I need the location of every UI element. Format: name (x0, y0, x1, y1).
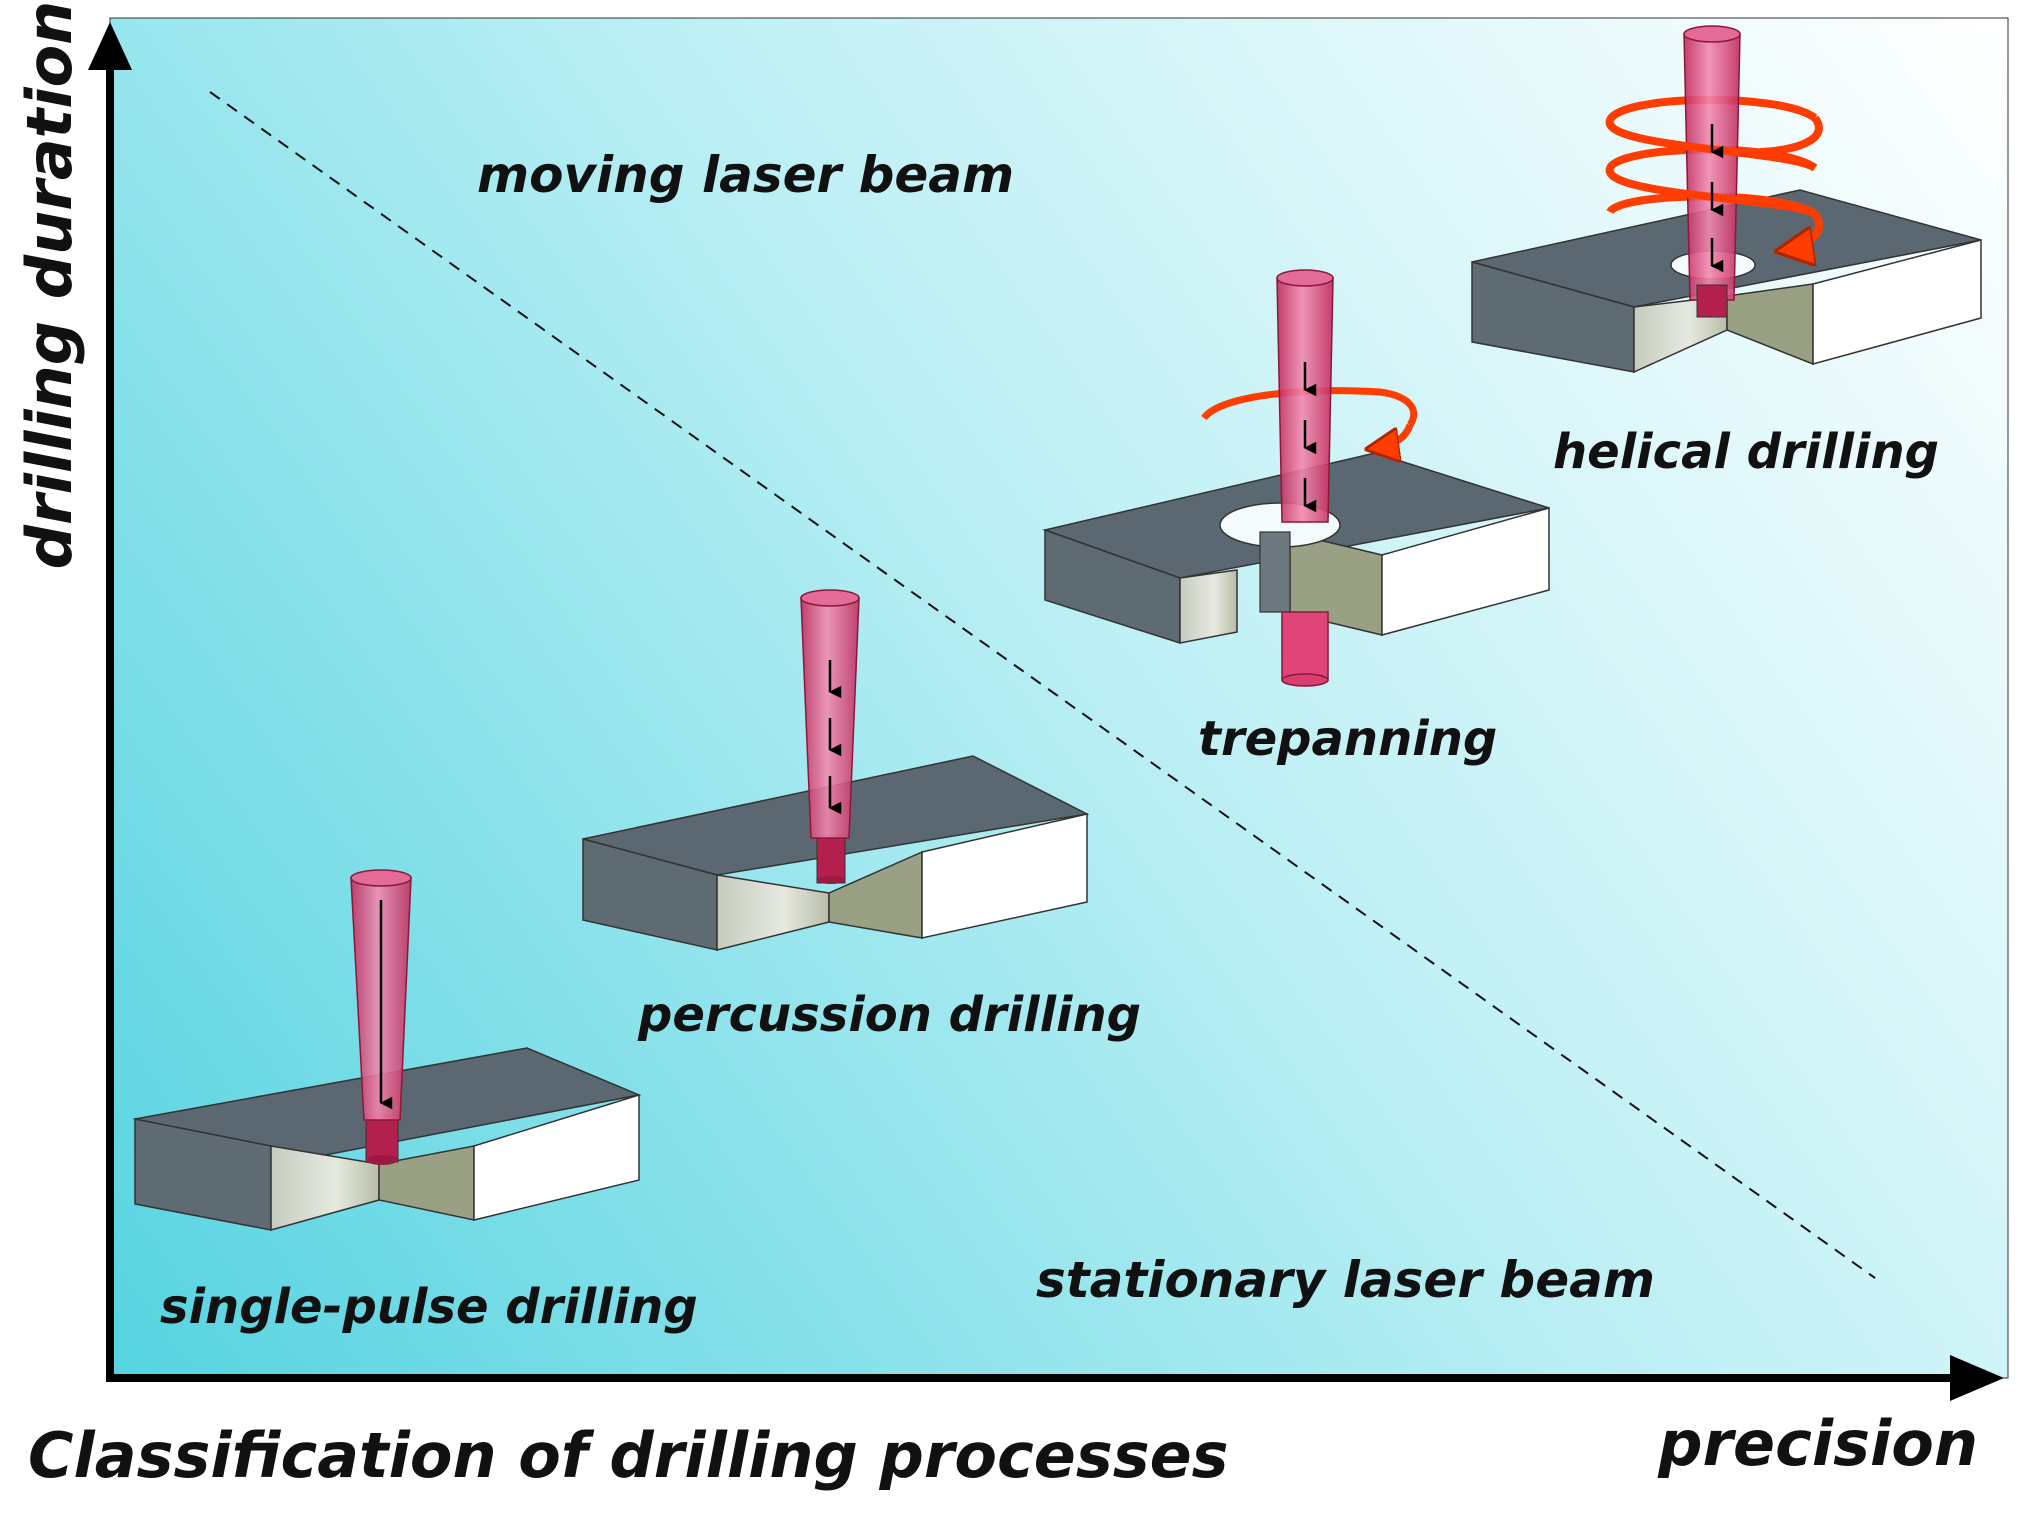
laser-beam-lower (1281, 611, 1329, 681)
laser-beam-lower-end (1281, 673, 1329, 687)
laser-beam-top (1683, 25, 1741, 43)
trepanned-core (1259, 531, 1291, 613)
rotation-arrow-front (1375, 423, 1414, 448)
trepanning-illustration (1042, 269, 1550, 687)
laser-beam-bottom (817, 876, 845, 884)
laser-beam-bottom (366, 1155, 398, 1165)
helical-illustration (1471, 25, 1982, 374)
process-label-trepanning: trepanning (1198, 711, 1498, 767)
drill-hole (816, 834, 846, 884)
block-side-face (1812, 239, 1982, 365)
drill-hole (1696, 284, 1728, 318)
x-axis-arrowhead (1950, 1355, 2004, 1401)
figure-title: Classification of drilling processes (28, 1419, 1229, 1492)
block-side-face (473, 1093, 640, 1221)
drill-hole (365, 1114, 399, 1163)
process-label-percussion: percussion drilling (638, 987, 1142, 1043)
block-side-face (921, 813, 1088, 939)
region-label-moving: moving laser beam (477, 146, 1015, 204)
process-label-single-pulse: single-pulse drilling (160, 1279, 698, 1335)
y-axis-label: drilling duration (13, 0, 86, 570)
process-label-helical: helical drilling (1553, 424, 1940, 480)
rotation-arrow-back (1201, 387, 1418, 427)
laser-beam-top (800, 589, 860, 607)
y-axis-arrowhead (88, 22, 132, 70)
single-pulse-illustration (132, 869, 642, 1231)
x-axis-label: precision (1658, 1407, 1978, 1480)
percussion-illustration (582, 589, 1090, 951)
block-side-face (1381, 507, 1550, 636)
region-label-stationary: stationary laser beam (1036, 1251, 1655, 1309)
helix-end-arrow (1786, 211, 1823, 250)
laser-beam-top (1276, 269, 1334, 287)
laser-beam-top (350, 869, 412, 887)
block-cut-face-left (1179, 569, 1238, 644)
helix-front-turns (1605, 115, 1823, 218)
separator-dashed-line (209, 91, 1876, 1279)
